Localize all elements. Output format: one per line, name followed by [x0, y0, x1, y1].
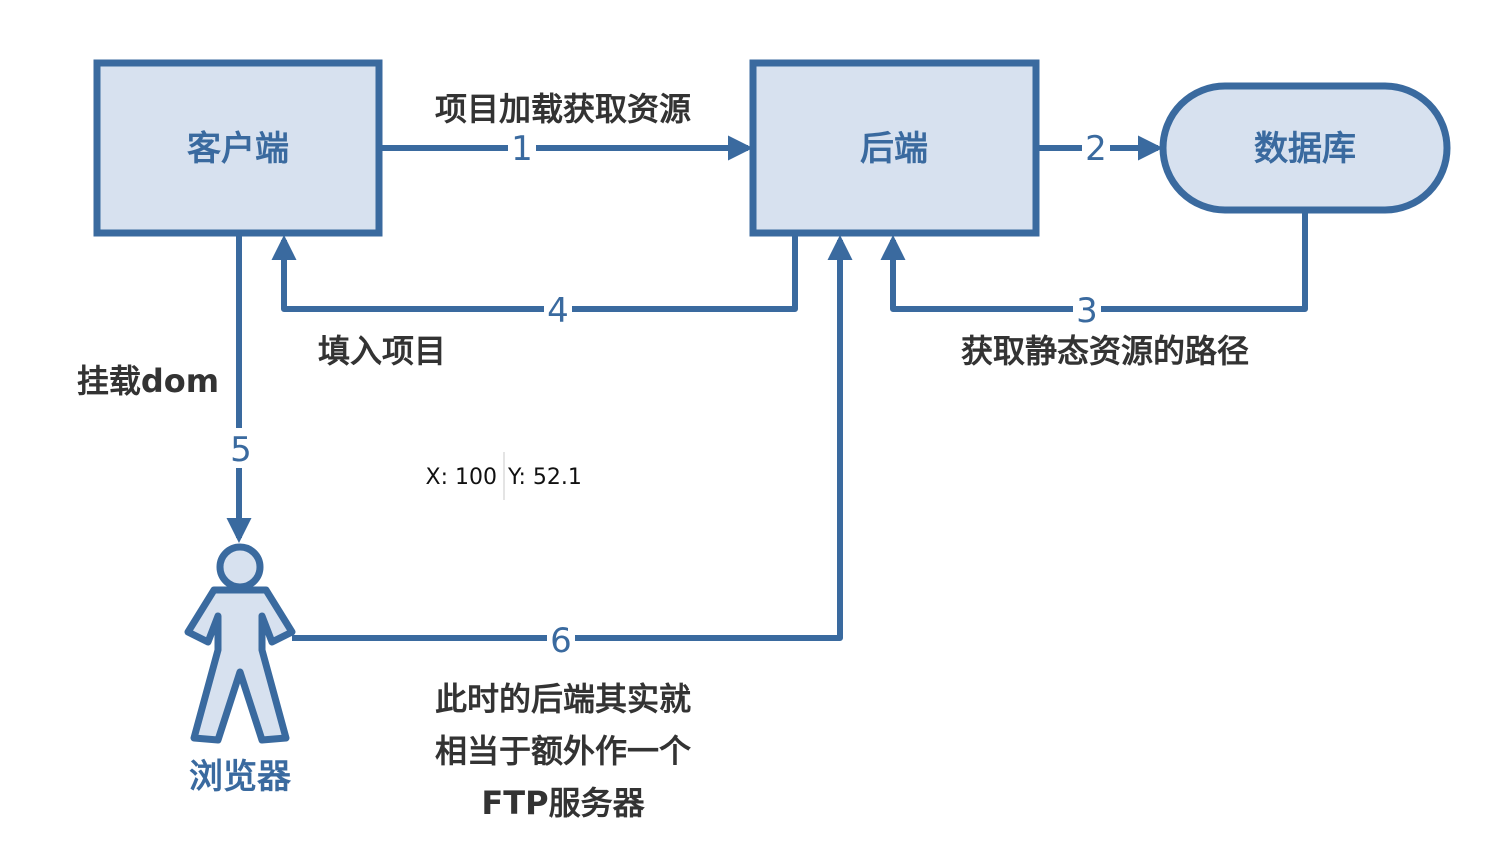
database-node: 数据库 [1159, 82, 1451, 214]
cursor-readout: X: 100 Y: 52.1 [426, 452, 582, 500]
edge-6-label-line-2: 相当于额外作一个 [435, 732, 691, 770]
browser-node: 浏览器 [184, 543, 296, 797]
edge-6-number: 6 [550, 621, 572, 661]
edge-5: 5 挂载dom [77, 235, 256, 544]
database-label: 数据库 [1254, 129, 1356, 169]
edge-3: 3 获取静态资源的路径 [880, 212, 1308, 370]
edge-3-number: 3 [1076, 291, 1098, 331]
edge-5-number: 5 [230, 430, 252, 470]
edge-6-label-line-1: 此时的后端其实就 [435, 680, 691, 718]
edge-4: 4 填入项目 [271, 234, 798, 370]
edge-3-label: 获取静态资源的路径 [961, 332, 1249, 370]
edge-2: 2 [1038, 129, 1164, 169]
edge-1-label: 项目加载获取资源 [435, 90, 691, 128]
backend-node: 后端 [749, 59, 1040, 237]
edge-4-number: 4 [547, 291, 569, 331]
cursor-x-readout: X: 100 [426, 465, 497, 490]
browser-label: 浏览器 [189, 757, 292, 797]
backend-label: 后端 [860, 129, 928, 169]
edge-6: 6 此时的后端其实就 相当于额外作一个 FTP服务器 [292, 234, 853, 822]
edge-1-number: 1 [511, 129, 533, 169]
client-node: 客户端 [93, 59, 383, 237]
edge-2-number: 2 [1085, 129, 1107, 169]
edge-4-label: 填入项目 [318, 332, 446, 370]
edge-1: 1 项目加载获取资源 [381, 90, 754, 169]
cursor-y-readout: Y: 52.1 [507, 465, 582, 490]
edge-5-label: 挂载dom [77, 362, 219, 400]
edge-6-label-line-3: FTP服务器 [481, 784, 645, 822]
person-icon [184, 543, 296, 744]
client-label: 客户端 [187, 129, 289, 169]
